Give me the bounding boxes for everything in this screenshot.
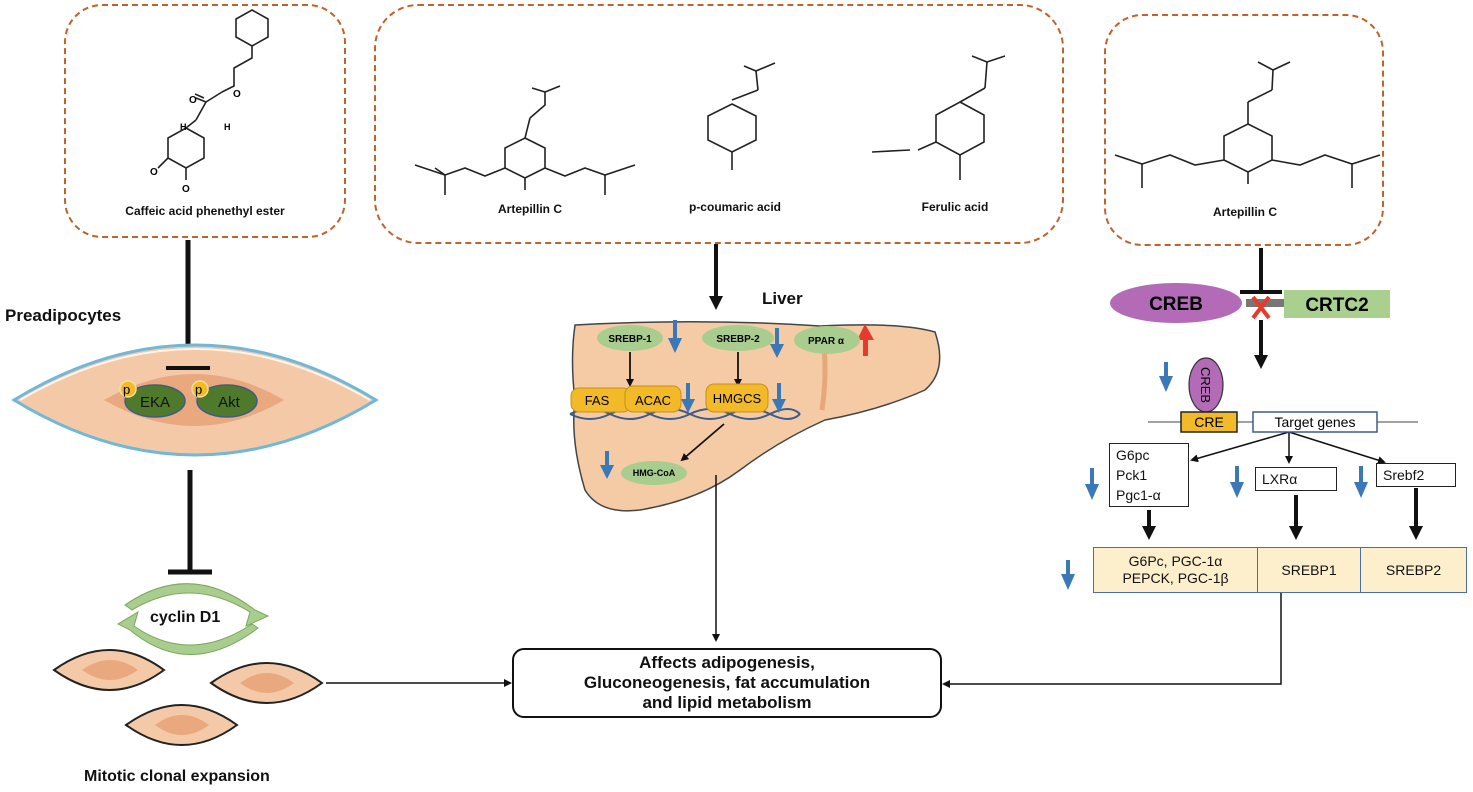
acac-node — [624, 385, 682, 413]
artepillin-c-name-right: Artepillin C — [1212, 205, 1277, 219]
outcome-line: Gluconeogenesis, fat accumulation — [583, 673, 871, 692]
outcome-box: Affects adipogenesis, Gluconeogenesis, f… — [512, 648, 942, 718]
product-cell-srebp1: SREBP1 — [1258, 548, 1361, 592]
down-arrow-icon — [600, 451, 614, 479]
artepillin-inhibition-line — [1240, 248, 1282, 294]
target-genes-node — [1252, 411, 1378, 433]
atom-H: H — [180, 122, 187, 132]
atom-O: O — [182, 184, 190, 195]
ppar-node — [794, 326, 860, 354]
hmgcs-node — [705, 383, 769, 413]
cre-label: CRE — [1194, 414, 1224, 430]
daughter-cell-3 — [124, 704, 239, 746]
creb-label: CREB — [1149, 294, 1203, 315]
products-table: G6Pc, PGC-1α PEPCK, PGC-1β SREBP1 SREBP2 — [1093, 547, 1467, 593]
down-arrow-icon — [1061, 560, 1075, 590]
srebp1-node — [597, 325, 663, 351]
srebp1-label: SREBP-1 — [608, 334, 652, 345]
gene-pgc1a: Pgc1-α — [1116, 487, 1161, 503]
akt-protein — [191, 380, 258, 418]
p-coumaric-acid-name: p-coumaric acid — [688, 200, 782, 214]
liver-title: Liver — [762, 289, 803, 308]
akt-label: Akt — [218, 394, 241, 411]
phospho-label: p — [195, 382, 202, 397]
ek-a-protein — [119, 380, 186, 418]
gene-srebf2: Srebf2 — [1383, 467, 1425, 483]
mitotic-clonal-expansion-label: Mitotic clonal expansion — [84, 768, 270, 785]
down-arrow-icon — [1085, 468, 1099, 500]
products-to-outcome-arrow — [942, 593, 1282, 688]
target-genes-label: Target genes — [1275, 414, 1356, 430]
down-arrow-icon — [1354, 466, 1368, 498]
down-arrow-icon — [668, 320, 682, 353]
daughter-cell-1 — [52, 649, 166, 691]
preadipocytes-title: Preadipocytes — [5, 306, 122, 325]
product-line: SREBP2 — [1385, 561, 1442, 578]
artepillin-compound-box — [1104, 14, 1384, 246]
outcome-line: and lipid metabolism — [642, 693, 812, 712]
ppar-label: PPAR α — [808, 336, 845, 347]
hmg-coa-node — [621, 461, 687, 485]
cyclin-d1-label: cyclin D1 — [150, 609, 221, 626]
gene-g6pc: G6pc — [1116, 447, 1150, 463]
atom-O: O — [233, 89, 241, 100]
crtc2-node — [1284, 290, 1390, 318]
outcome-line: Affects adipogenesis, — [639, 653, 815, 672]
artepillin-c-structure-2 — [1114, 61, 1381, 188]
gene-box-srebf2: Srebf2 — [1376, 463, 1456, 487]
artepillin-c-structure-1 — [414, 85, 636, 195]
eka-akt-inhibition-line — [168, 470, 212, 575]
atom-O: O — [150, 167, 158, 178]
acac-label: ACAC — [635, 393, 671, 408]
p-coumaric-acid-structure — [707, 62, 776, 170]
cape-structure — [157, 9, 269, 180]
gene-lxra: LXRα — [1262, 471, 1298, 487]
ferulic-acid-name: Ferulic acid — [921, 200, 989, 214]
up-arrow-icon — [857, 324, 874, 356]
ferulic-acid-structure — [871, 55, 1006, 180]
down-arrow-icon — [1159, 362, 1173, 392]
gene-box-gluconeogenic: G6pc Pck1 Pgc1-α — [1109, 443, 1189, 507]
hmgcs-label: HMGCS — [713, 391, 762, 406]
artepillin-c-name: Artepillin C — [497, 202, 562, 216]
target-genes-branches — [1190, 431, 1386, 465]
down-arrow-icon — [772, 383, 786, 413]
cape-name: Caffeic acid phenethyl ester — [125, 204, 285, 218]
daughter-cell-2 — [209, 662, 324, 704]
product-line: SREBP1 — [1281, 561, 1337, 578]
eka-label: EKA — [140, 394, 170, 411]
product-cell-gluconeogenic: G6Pc, PGC-1α PEPCK, PGC-1β — [1094, 548, 1258, 592]
product-line: G6Pc, PGC-1α — [1128, 553, 1223, 569]
down-regulation-arrows — [600, 320, 1368, 590]
fas-label: FAS — [585, 393, 610, 408]
product-line: PEPCK, PGC-1β — [1122, 570, 1229, 586]
cre-node — [1180, 411, 1238, 433]
down-arrow-icon — [681, 383, 695, 413]
cyclin-cycle-arrows — [116, 583, 270, 655]
gene-box-lxra: LXRα — [1255, 467, 1337, 491]
liver-internal-arrows — [626, 352, 742, 462]
dna-strand — [569, 408, 801, 420]
creb-node — [1110, 283, 1242, 323]
down-arrow-icon — [1230, 466, 1244, 498]
bound-creb-label: CREB — [1198, 367, 1213, 403]
cape-compound-box — [64, 4, 346, 238]
gene-pck1: Pck1 — [1116, 467, 1148, 483]
propolis-compounds-box — [374, 4, 1064, 244]
crtc2-label: CRTC2 — [1305, 295, 1368, 316]
hmg-coa-label: HMG-CoA — [633, 468, 676, 478]
srebp2-label: SREBP-2 — [716, 334, 760, 345]
product-cell-srebp2: SREBP2 — [1361, 548, 1466, 592]
atom-O: O — [189, 95, 197, 106]
atom-H: H — [224, 122, 231, 132]
down-arrow-icon — [770, 328, 784, 358]
blocked-x-icon — [1251, 295, 1271, 320]
preadipocyte-cell — [11, 343, 379, 457]
phospho-label: p — [123, 382, 130, 397]
gene-to-product-arrows — [1142, 488, 1423, 540]
srebp2-node — [702, 325, 774, 351]
